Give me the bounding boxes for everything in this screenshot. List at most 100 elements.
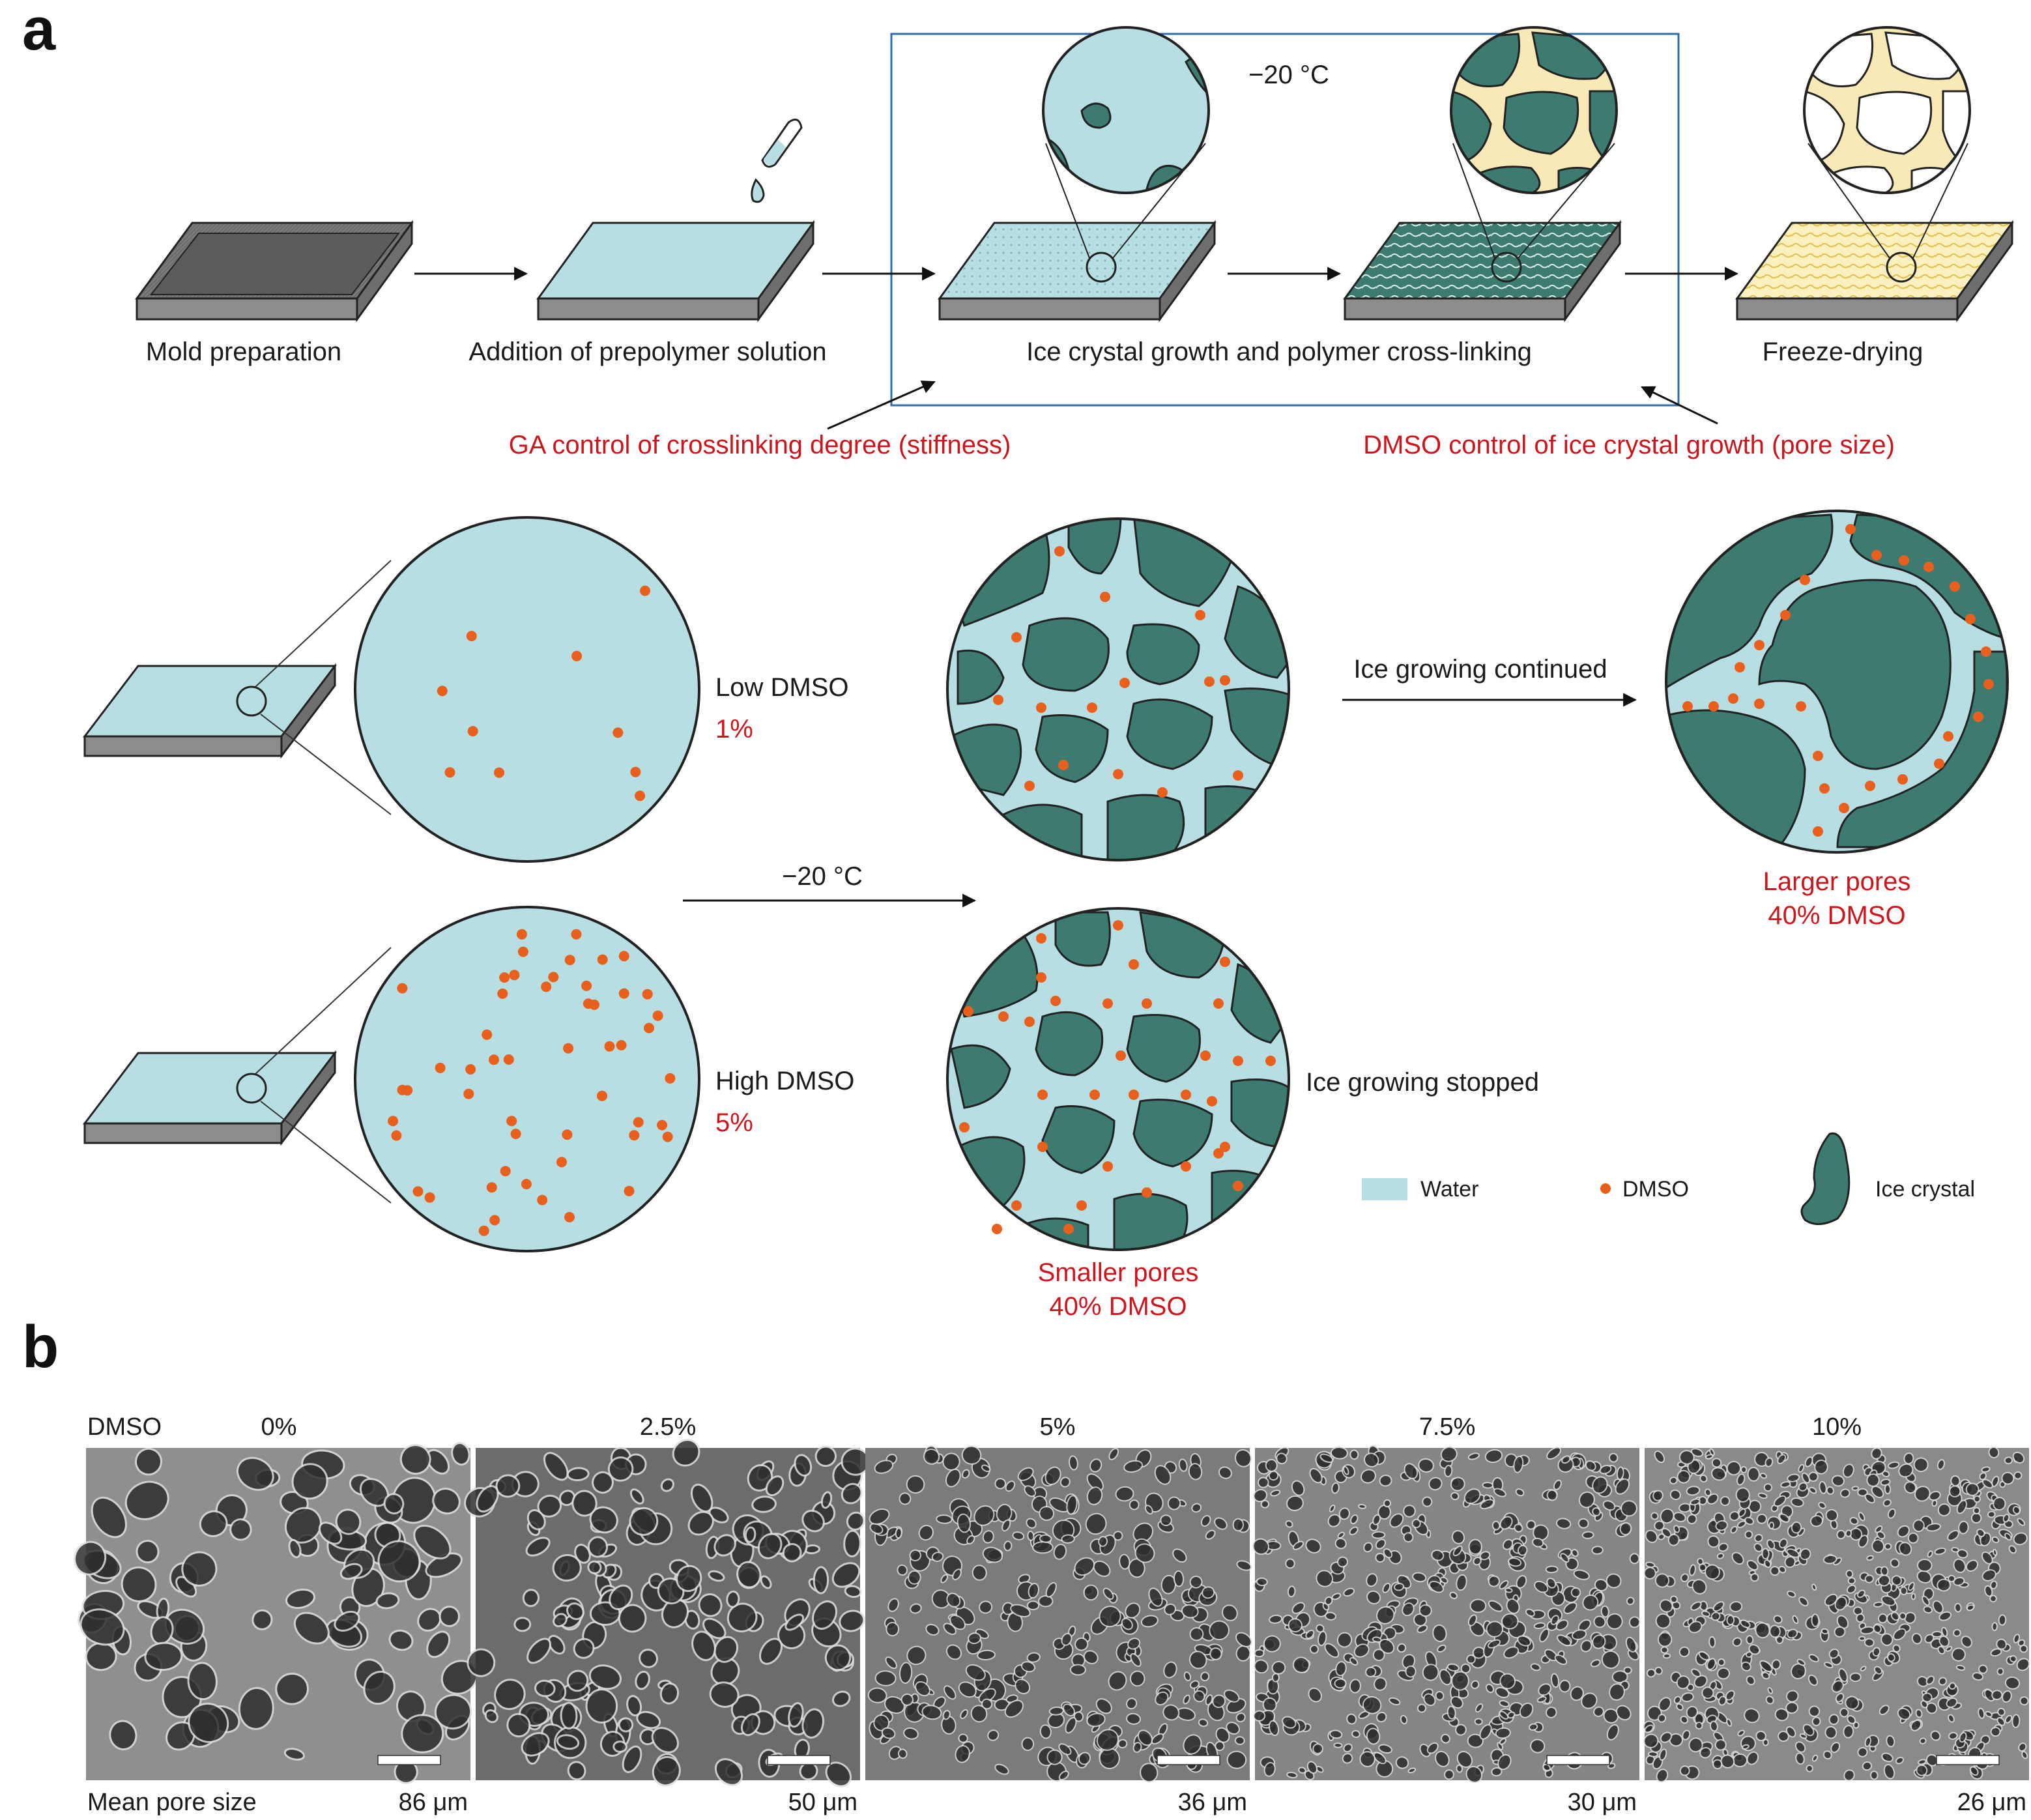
dmso-molecule <box>497 988 508 999</box>
dmso-molecule <box>1220 675 1230 686</box>
sem-image-4: 10%26 μm <box>1643 1413 2030 1816</box>
dmso-molecule <box>963 1006 973 1017</box>
low-dmso-label: Low DMSO <box>715 673 849 702</box>
dmso-molecule <box>437 686 448 697</box>
dmso-molecule <box>503 1054 514 1065</box>
dmso-molecule <box>618 951 629 962</box>
dmso-molecule <box>616 1040 627 1050</box>
dmso-molecule <box>1950 581 1960 592</box>
dmso-molecule <box>506 1116 517 1127</box>
dmso-molecule <box>998 1011 1009 1022</box>
dmso-molecule <box>1024 1017 1035 1027</box>
dmso-molecule <box>1102 998 1113 1009</box>
low-dmso-percent: 1% <box>715 715 753 744</box>
dmso-molecule <box>1965 614 1976 624</box>
dmso-molecule <box>1735 662 1745 672</box>
dmso-molecule <box>521 1179 532 1190</box>
dmso-molecule <box>1011 632 1022 643</box>
high-dmso-magnifier <box>354 906 700 1252</box>
dmso-molecule <box>1220 957 1230 967</box>
dmso-molecule <box>537 1194 548 1206</box>
dmso-molecule <box>612 727 624 738</box>
legend-water-swatch <box>1362 1178 1407 1200</box>
dmso-molecule <box>1063 1224 1074 1234</box>
dmso-molecule <box>435 1062 446 1073</box>
legend: Water DMSO Ice crystal <box>1362 1132 1975 1225</box>
dmso-molecule <box>1089 1090 1100 1100</box>
dmso-molecule <box>597 954 608 965</box>
step-label-prepolymer: Addition of prepolymer solution <box>468 338 826 366</box>
dmso-molecule <box>1113 769 1123 779</box>
dmso-molecule <box>541 981 552 992</box>
dmso-molecule <box>1181 1161 1191 1172</box>
dmso-molecule <box>1207 1096 1217 1106</box>
dmso-molecule <box>563 1043 574 1054</box>
ice-stopped-label: Ice growing stopped <box>1306 1068 1539 1097</box>
dmso-molecule <box>1934 758 1944 769</box>
dmso-molecule <box>604 1041 615 1052</box>
scale-bar <box>1546 1755 1610 1765</box>
legend-water-label: Water <box>1420 1177 1478 1202</box>
dmso-molecule <box>1839 803 1849 813</box>
larger-pores-label: Larger pores <box>1763 867 1911 896</box>
sem-image-1: 2.5%50 μm <box>464 1413 871 1816</box>
dmso-molecule <box>1036 702 1046 713</box>
dmso-molecule <box>1973 712 1983 722</box>
dmso-molecule <box>1871 550 1882 560</box>
dmso-molecule <box>665 1073 676 1084</box>
sem-pores <box>464 1439 871 1787</box>
dmso-molecule <box>391 1130 402 1141</box>
dmso-molecule <box>1116 1050 1126 1061</box>
dmso-molecule <box>467 726 478 737</box>
dmso-molecule <box>444 767 455 778</box>
dmso-molecule <box>1233 770 1243 781</box>
dmso-molecule <box>1037 1142 1048 1152</box>
dmso-molecule <box>1050 996 1061 1006</box>
large-pores-network <box>1665 510 2009 854</box>
dmso-molecule <box>1800 575 1810 585</box>
scale-bar <box>1936 1755 2000 1765</box>
dmso-molecule <box>478 1225 489 1236</box>
dmso-molecule <box>1204 676 1215 687</box>
sem-pores <box>74 1441 478 1784</box>
arrow-ga-control <box>827 380 936 430</box>
dmso-molecule <box>618 988 629 999</box>
dmso-molecule <box>571 650 583 661</box>
dmso-molecule <box>1981 646 1991 657</box>
dmso-molecule <box>1119 678 1130 688</box>
mean-pore-size-label: Mean pore size <box>87 1789 257 1816</box>
scale-bar <box>1157 1755 1220 1765</box>
high-dmso-label: High DMSO <box>715 1067 854 1095</box>
step-label-freeze-drying: Freeze-drying <box>1763 338 1923 366</box>
dmso-molecule <box>489 1054 499 1065</box>
temperature-label-middle: −20 °C <box>782 862 863 891</box>
smaller-pores-dmso: 40% DMSO <box>1049 1292 1187 1321</box>
sem-pores <box>1252 1445 1641 1784</box>
dmso-molecule <box>397 983 408 994</box>
freeze-dried-magnifier <box>1803 26 1971 194</box>
dmso-row-label: DMSO <box>87 1413 162 1441</box>
dmso-molecule <box>489 1215 500 1226</box>
sem-image-0: 0%86 μm <box>74 1413 478 1816</box>
dmso-molecule <box>564 1211 575 1222</box>
legend-ice-label: Ice crystal <box>1875 1177 1975 1202</box>
dmso-molecule <box>548 972 559 983</box>
sem-image-3: 7.5%30 μm <box>1252 1413 1641 1816</box>
high-dmso-percent: 5% <box>715 1108 753 1137</box>
dmso-molecule <box>1813 826 1823 837</box>
dmso-molecule <box>482 1029 493 1040</box>
dmso-molecule <box>509 970 520 981</box>
sem-pore-size: 86 μm <box>399 1789 468 1816</box>
panel-b-letter: b <box>22 1314 59 1380</box>
dmso-molecule <box>1780 610 1791 620</box>
sem-dmso-percent: 5% <box>1040 1413 1076 1441</box>
temperature-label-top: −20 °C <box>1248 61 1329 89</box>
ice-growth-slab <box>938 143 1217 323</box>
high-dmso-ice-network <box>946 907 1290 1251</box>
dmso-molecule <box>1813 751 1823 761</box>
sem-image-2: 5%36 μm <box>865 1413 1252 1816</box>
dmso-molecule <box>1157 787 1168 798</box>
dmso-molecule <box>1129 1090 1139 1100</box>
panel-a-letter: a <box>22 0 56 63</box>
